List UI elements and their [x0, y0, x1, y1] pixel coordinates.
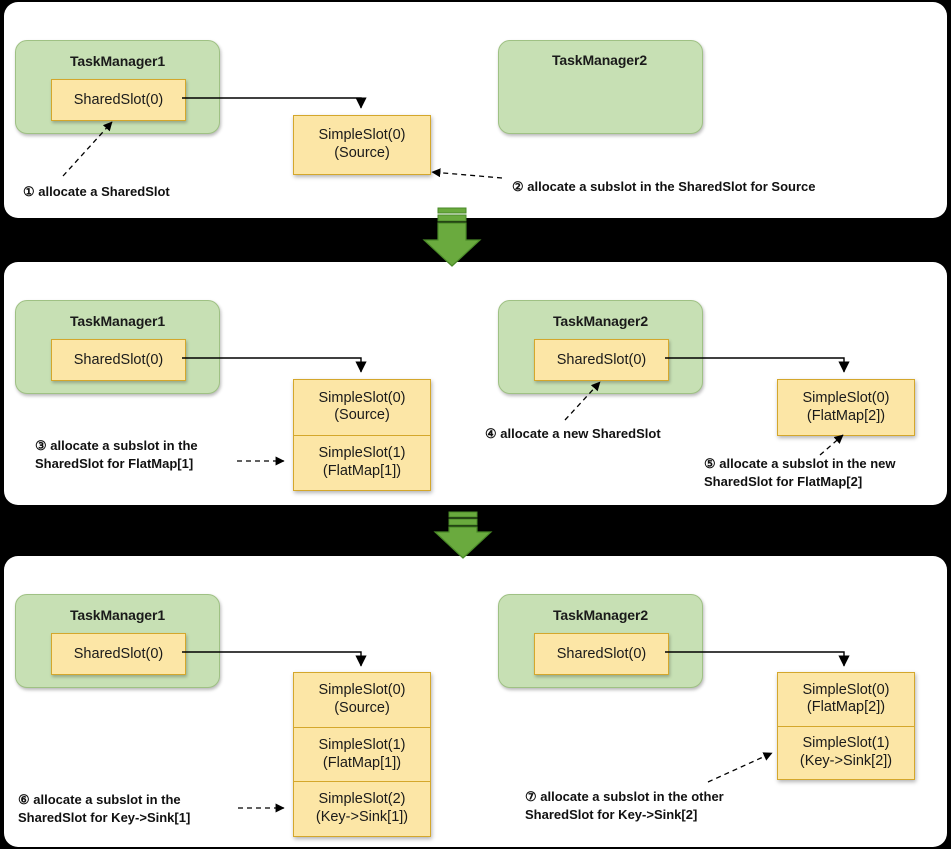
note-4: ④ allocate a new SharedSlot — [485, 426, 661, 441]
taskmanager2-sharedslot: SharedSlot(0) — [534, 633, 669, 675]
simpleslot-0-line2: (FlatMap[2]) — [806, 407, 886, 424]
simpleslot-2-line1: SimpleSlot(2) — [318, 791, 406, 808]
simpleslot-0: SimpleSlot(0) (Source) — [294, 673, 430, 727]
note-1: ① allocate a SharedSlot — [23, 184, 170, 199]
simpleslot-1: SimpleSlot(1) (FlatMap[1]) — [294, 434, 430, 491]
taskmanager2-sharedslot: SharedSlot(0) — [534, 339, 669, 381]
panel-2: TaskManager1 SharedSlot(0) TaskManager2 … — [4, 262, 947, 505]
simpleslot-0-line1: SimpleSlot(0) — [318, 389, 406, 406]
simpleslot-0-line2: (Source) — [334, 145, 390, 161]
taskmanager1-sharedslot: SharedSlot(0) — [51, 79, 186, 121]
taskmanager2-box: TaskManager2 SharedSlot(0) — [498, 594, 703, 688]
simpleslot-1-line1: SimpleSlot(1) — [318, 736, 406, 753]
note-3: ③ allocate a subslot in the SharedSlot f… — [35, 438, 198, 471]
taskmanager1-box: TaskManager1 SharedSlot(0) — [15, 300, 220, 394]
taskmanager1-title: TaskManager1 — [69, 313, 166, 329]
taskmanager1-slot-stack: SimpleSlot(0) (Source) SimpleSlot(1) (Fl… — [293, 672, 431, 837]
simpleslot-2: SimpleSlot(2) (Key->Sink[1]) — [294, 781, 430, 836]
simpleslot-1-line1: SimpleSlot(1) — [318, 445, 406, 462]
simpleslot-0-line2: (Source) — [334, 699, 390, 716]
simpleslot-2-line2: (Key->Sink[1]) — [315, 809, 409, 826]
taskmanager2-title: TaskManager2 — [551, 52, 648, 68]
simpleslot-0-line2: (FlatMap[2]) — [806, 699, 886, 716]
taskmanager1-sharedslot: SharedSlot(0) — [51, 633, 186, 675]
simpleslot-0: SimpleSlot(0) (FlatMap[2]) — [778, 673, 914, 726]
taskmanager1-slot-stack: SimpleSlot(0) (Source) SimpleSlot(1) (Fl… — [293, 379, 431, 491]
taskmanager2-box: TaskManager2 SharedSlot(0) — [498, 300, 703, 394]
taskmanager2-box — [498, 40, 703, 134]
simpleslot-1-line1: SimpleSlot(1) — [802, 735, 890, 752]
taskmanager2-slot-stack: SimpleSlot(0) (FlatMap[2]) — [777, 379, 915, 436]
taskmanager1-title: TaskManager1 — [69, 607, 166, 623]
simpleslot-0: SimpleSlot(0) (Source) — [294, 116, 430, 174]
taskmanager1-box: TaskManager1 SharedSlot(0) — [15, 40, 220, 134]
taskmanager1-title: TaskManager1 — [69, 53, 166, 69]
panel-1: TaskManager1 SharedSlot(0) TaskManager2 … — [4, 2, 947, 218]
simpleslot-1: SimpleSlot(1) (FlatMap[1]) — [294, 726, 430, 782]
taskmanager2-title: TaskManager2 — [552, 607, 649, 623]
taskmanager1-slot-stack: SimpleSlot(0) (Source) — [293, 115, 431, 175]
taskmanager2-title: TaskManager2 — [552, 313, 649, 329]
simpleslot-0: SimpleSlot(0) (FlatMap[2]) — [778, 380, 914, 435]
taskmanager2-slot-stack: SimpleSlot(0) (FlatMap[2]) SimpleSlot(1)… — [777, 672, 915, 780]
simpleslot-1-line2: (Key->Sink[2]) — [799, 752, 893, 769]
taskmanager1-box: TaskManager1 SharedSlot(0) — [15, 594, 220, 688]
note-2: ② allocate a subslot in the SharedSlot f… — [512, 179, 816, 194]
simpleslot-0-line1: SimpleSlot(0) — [802, 681, 890, 698]
simpleslot-1-line2: (FlatMap[1]) — [322, 462, 402, 479]
simpleslot-0-line1: SimpleSlot(0) — [318, 682, 406, 699]
simpleslot-1-line2: (FlatMap[1]) — [322, 754, 402, 771]
note-7: ⑦ allocate a subslot in the other Shared… — [525, 789, 724, 822]
simpleslot-0-line1: SimpleSlot(0) — [318, 127, 406, 144]
note-6: ⑥ allocate a subslot in the SharedSlot f… — [18, 792, 191, 825]
simpleslot-0-line1: SimpleSlot(0) — [802, 389, 890, 406]
panel-3: TaskManager1 SharedSlot(0) TaskManager2 … — [4, 556, 947, 847]
note-5: ⑤ allocate a subslot in the new SharedSl… — [704, 456, 896, 489]
simpleslot-0-line2: (Source) — [334, 407, 390, 424]
simpleslot-0: SimpleSlot(0) (Source) — [294, 380, 430, 435]
step-arrow-2 — [433, 511, 493, 559]
taskmanager1-sharedslot: SharedSlot(0) — [51, 339, 186, 381]
simpleslot-1: SimpleSlot(1) (Key->Sink[2]) — [778, 725, 914, 780]
